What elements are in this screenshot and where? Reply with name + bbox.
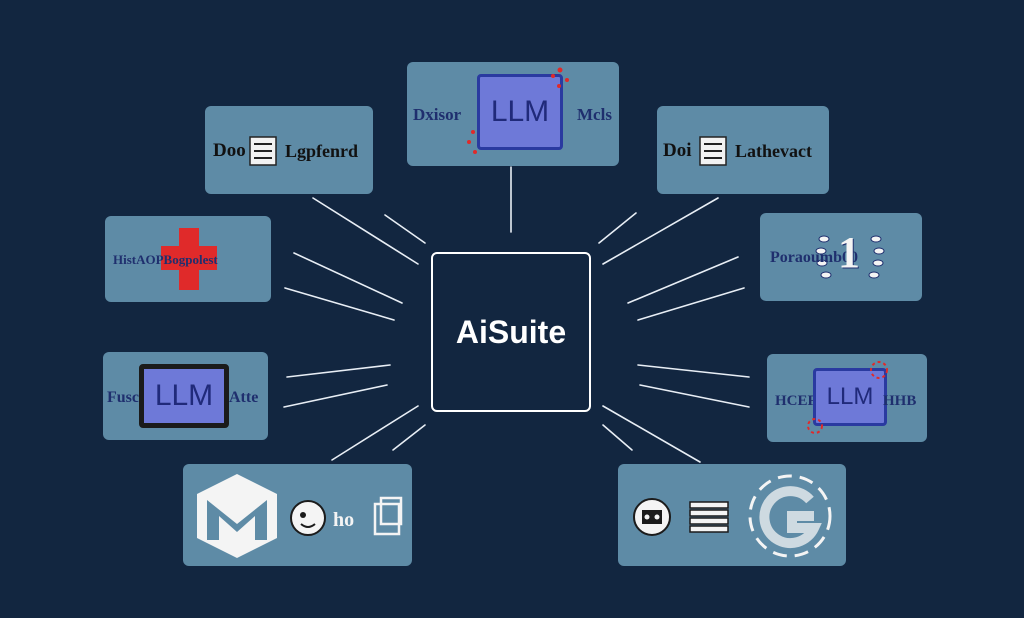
llm-chip-low-left: LLM xyxy=(139,364,229,428)
node-upper-left-label-2: Lgpfenrd xyxy=(285,141,359,161)
medical-cross-icon xyxy=(161,228,217,290)
sparkle-icon xyxy=(467,130,477,154)
ray-ml-1 xyxy=(293,252,403,304)
node-low-right: HCEF- LLM HHB xyxy=(767,354,927,442)
node-top-right-label: Mcls xyxy=(577,105,612,124)
speech-face-icon xyxy=(290,500,326,536)
ray-ml-2 xyxy=(284,287,395,321)
llm-chip-low-right: LLM xyxy=(813,368,887,426)
ray-ll-1 xyxy=(286,364,391,378)
node-low-left-right-label: Atte xyxy=(229,389,259,406)
node-top-left-label: Dxisor xyxy=(413,105,462,124)
sparkle-icon xyxy=(551,67,569,88)
ray-ur-2 xyxy=(598,212,637,244)
node-mid-left: HistAOPBogpolest xyxy=(105,216,271,302)
server-stack-icon xyxy=(249,136,277,166)
node-mid-right-label: Poraoumb00 xyxy=(770,249,858,266)
node-bottom-right xyxy=(618,464,846,566)
node-mid-right-digit: 1 xyxy=(838,228,860,277)
ray-bl-1 xyxy=(331,405,419,461)
ray-br-2 xyxy=(602,424,633,451)
node-low-left-left-label: Fusc xyxy=(107,389,139,406)
server-stack-icon xyxy=(699,136,727,166)
node-low-right-right-label: HHB xyxy=(883,393,917,409)
ray-bl-2 xyxy=(392,424,426,451)
google-g-icon xyxy=(748,474,832,558)
node-bottom-left-label: ho xyxy=(333,509,355,531)
ray-ll-2 xyxy=(283,384,388,408)
ray-ur-1 xyxy=(602,197,719,265)
node-upper-right-label-2: Lathevact xyxy=(735,141,812,161)
hub-node: AiSuite xyxy=(431,252,591,412)
gmail-cube-icon xyxy=(197,474,277,558)
node-mid-right: Poraoumb00 1 xyxy=(760,213,922,301)
node-bottom-left: ho xyxy=(183,464,412,566)
ray-ul-2 xyxy=(384,214,426,244)
ray-lr-1 xyxy=(637,364,750,378)
node-upper-right-label: Doi xyxy=(663,140,692,161)
sparkle-icon xyxy=(807,418,823,434)
hub-label: AiSuite xyxy=(455,313,567,350)
ray-br-1 xyxy=(602,405,701,463)
document-stack-icon xyxy=(373,496,403,536)
node-upper-left: Doo Lgpfenrd xyxy=(205,106,373,194)
sparkle-icon xyxy=(870,361,888,379)
llm-chip-top: LLM xyxy=(477,74,563,150)
ray-mr-2 xyxy=(637,287,745,321)
robot-badge-icon xyxy=(633,498,671,536)
node-mid-left-label: HistAOPBogpolest xyxy=(113,252,218,267)
node-low-right-left-label: HCEF- xyxy=(775,393,822,409)
ray-ul-1 xyxy=(312,197,419,265)
ray-mr-1 xyxy=(627,256,739,304)
layers-stack-icon xyxy=(689,501,729,533)
laurel-badge-icon xyxy=(815,235,885,279)
node-low-left: Fusc LLM Atte xyxy=(103,352,268,440)
node-upper-left-label: Doo xyxy=(213,140,246,161)
node-upper-right: Doi Lathevact xyxy=(657,106,829,194)
ray-lr-2 xyxy=(639,384,750,408)
node-top: Dxisor LLM Mcls xyxy=(407,62,619,166)
